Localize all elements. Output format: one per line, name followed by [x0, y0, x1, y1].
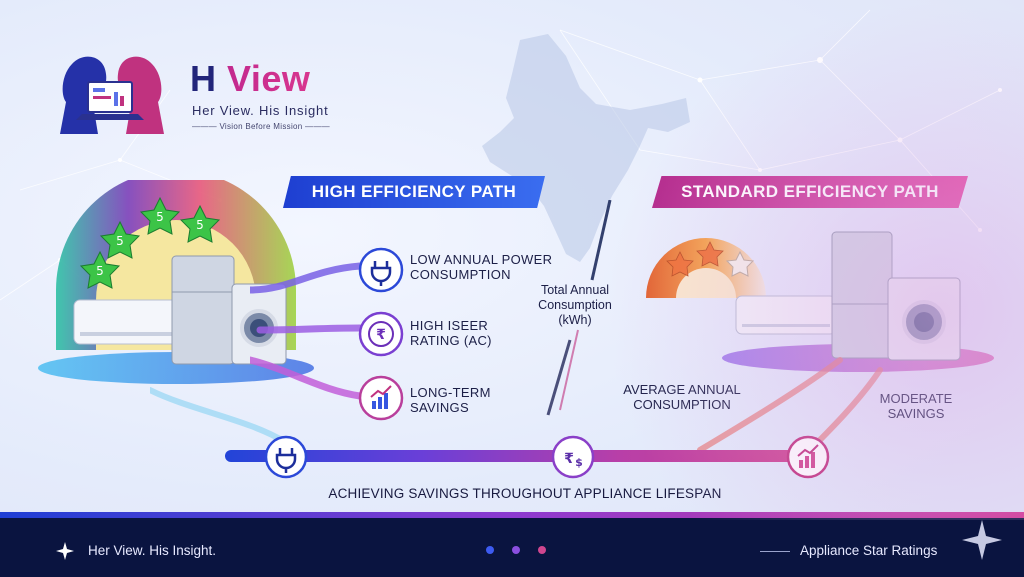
star-badge-label: 5	[156, 210, 164, 224]
svg-text:$: $	[575, 456, 583, 469]
sparkle-icon	[962, 520, 1002, 560]
rupee-icon: ₹	[358, 311, 404, 357]
growth-chart-icon	[358, 375, 404, 421]
footer-tagline: Her View. His Insight.	[88, 543, 217, 558]
svg-text:₹: ₹	[564, 451, 574, 467]
star-badge-label: 5	[116, 234, 124, 248]
timeline-caption: ACHIEVING SAVINGS THROUGHOUT APPLIANCE L…	[328, 486, 722, 501]
high-efficiency-banner: HIGH EFFICIENCY PATH	[283, 176, 545, 208]
high-efficiency-illustration	[38, 180, 314, 384]
logo-icon	[60, 56, 164, 134]
sparkle-icon	[56, 542, 74, 560]
star-badge-label: 5	[96, 264, 104, 278]
star-badge	[80, 250, 121, 289]
star-badges: 5 5 5 5	[80, 196, 221, 289]
brand-motto: ——— Vision Before Mission ———	[192, 122, 330, 131]
footer-gradient-bar	[0, 512, 1024, 518]
pager-dot	[538, 546, 546, 554]
timeline-flow-ribbon	[150, 387, 288, 445]
footer-topic: Appliance Star Ratings	[800, 543, 938, 558]
plug-icon	[358, 247, 404, 293]
growth-chart-icon	[786, 435, 830, 479]
center-divider	[546, 200, 612, 416]
pager-dot	[486, 546, 494, 554]
star-badge	[179, 204, 221, 243]
star-badge-label: 5	[196, 218, 204, 232]
timeline-bar	[225, 450, 815, 462]
brand-tagline: Her View. His Insight	[192, 103, 329, 118]
standard-efficiency-banner: STANDARD EFFICIENCY PATH	[652, 176, 968, 208]
rupee-dollar-icon: ₹ $	[551, 435, 595, 479]
standard-efficiency-illustration	[646, 231, 994, 372]
footer-divider-line	[760, 551, 790, 552]
svg-text:₹: ₹	[376, 327, 386, 343]
pager-dot	[512, 546, 520, 554]
star-badge	[99, 220, 141, 259]
brand-title: H View	[190, 58, 311, 99]
plug-icon	[264, 435, 308, 479]
star-badge	[139, 196, 181, 235]
india-map-shape	[482, 34, 690, 262]
flow-ribbons	[250, 262, 364, 400]
